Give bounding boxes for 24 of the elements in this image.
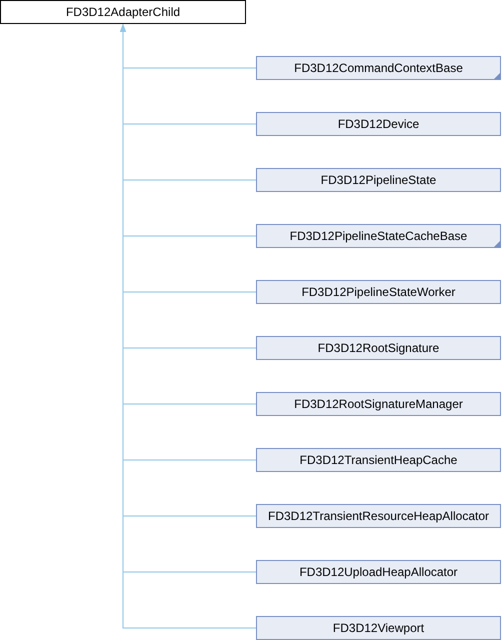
class-name: FD3D12PipelineStateCacheBase xyxy=(290,229,468,243)
class-box xyxy=(256,224,501,248)
class-name: FD3D12Device xyxy=(338,117,420,131)
class-box xyxy=(256,56,501,80)
class-name: FD3D12PipelineState xyxy=(320,173,436,187)
class-box xyxy=(256,560,501,584)
class-box xyxy=(256,448,501,472)
class-name: FD3D12RootSignatureManager xyxy=(294,397,463,411)
class-name: FD3D12CommandContextBase xyxy=(294,61,463,75)
class-box xyxy=(0,0,246,24)
class-name: FD3D12TransientResourceHeapAllocator xyxy=(268,509,489,523)
class-name: FD3D12AdapterChild xyxy=(66,5,180,19)
class-name: FD3D12UploadHeapAllocator xyxy=(299,565,458,579)
class-name: FD3D12PipelineStateWorker xyxy=(302,285,456,299)
class-name: FD3D12TransientHeapCache xyxy=(300,453,458,467)
class-box xyxy=(256,392,501,416)
class-box xyxy=(256,616,501,640)
class-box xyxy=(256,168,501,192)
class-box xyxy=(256,336,501,360)
class-name: FD3D12Viewport xyxy=(332,621,424,635)
class-name: FD3D12RootSignature xyxy=(318,341,440,355)
class-box xyxy=(256,112,501,136)
class-box xyxy=(256,504,501,528)
class-box xyxy=(256,280,501,304)
